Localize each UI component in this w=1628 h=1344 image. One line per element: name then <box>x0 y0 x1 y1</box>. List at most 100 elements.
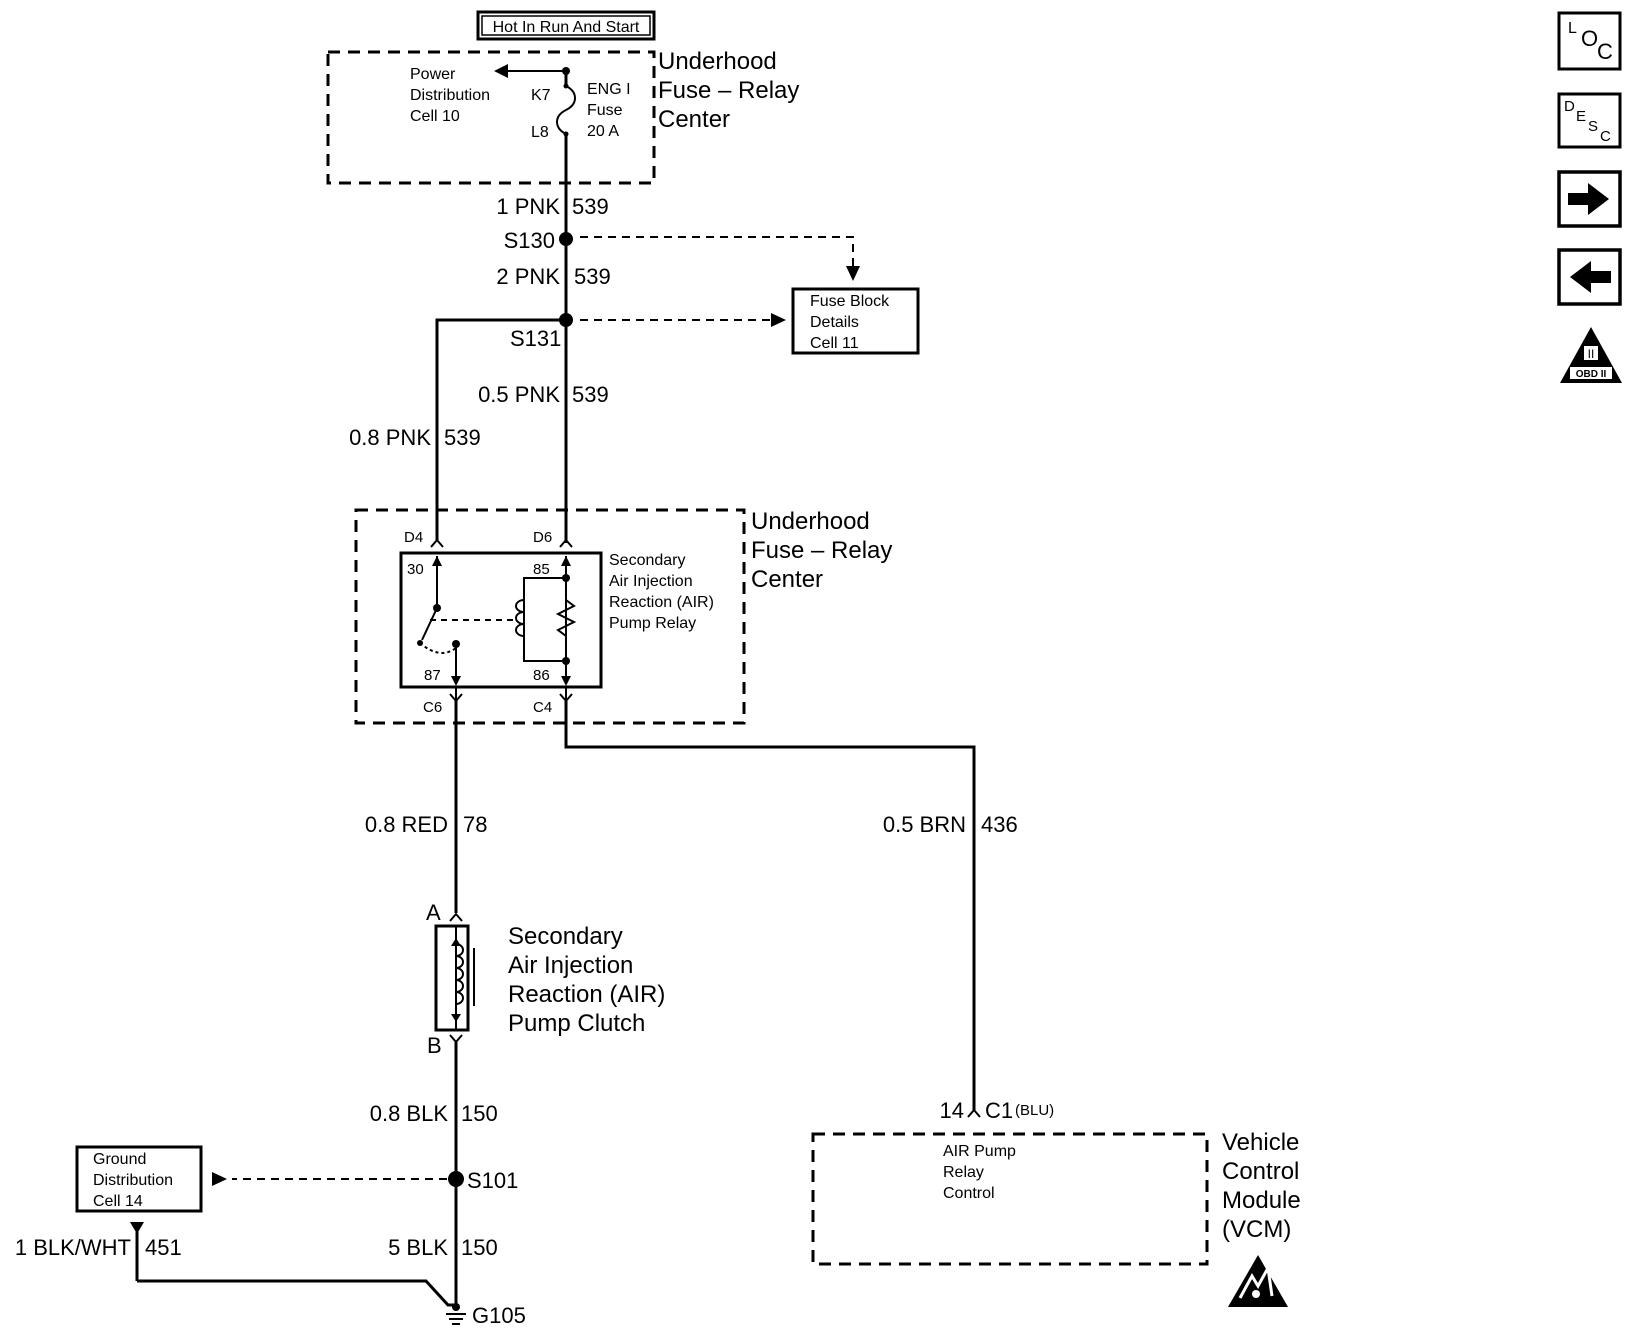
relay-terminal-d6: D6 <box>533 529 552 546</box>
fuse-relay-center-mid-line2: Fuse – Relay <box>751 537 892 564</box>
relay-coil-icon <box>515 599 525 637</box>
branch-wire-d4 <box>435 318 566 540</box>
relay-name-line3: Reaction (AIR) <box>609 594 714 611</box>
fuse-block-details-ref[interactable]: Fuse Block Details Cell 11 <box>791 287 920 355</box>
vcm-name-line1: Vehicle <box>1222 1129 1299 1156</box>
relay-switch-contact <box>421 607 438 641</box>
wire-8-circuit: 150 <box>461 1235 498 1260</box>
vcm-function-line1: AIR Pump <box>943 1143 1016 1160</box>
vcm-connector: C1 <box>985 1098 1013 1123</box>
fuse-block-details-line2: Details <box>810 314 859 331</box>
wire-8-color: 5 BLK <box>388 1235 448 1260</box>
clutch-pin-b: B <box>427 1033 442 1058</box>
vcm-connector-color: (BLU) <box>1015 1102 1054 1119</box>
arrow-right-icon <box>212 1172 227 1186</box>
splice-s130-label: S130 <box>504 228 555 253</box>
relay-terminal-c6: C6 <box>423 699 442 716</box>
wire-3-circuit: 539 <box>572 382 609 407</box>
nav-prev-button[interactable] <box>1557 248 1622 306</box>
relay-terminal-87: 87 <box>424 667 441 684</box>
fuse-relay-center-top-line3: Center <box>658 106 730 133</box>
splice-s101 <box>448 1171 464 1187</box>
clutch-name-line3: Reaction (AIR) <box>508 981 665 1008</box>
fuse-relay-center-top-line2: Fuse – Relay <box>658 77 799 104</box>
splice-s130 <box>559 232 573 246</box>
wire-1-circuit: 539 <box>572 194 609 219</box>
obd-numeral: II <box>1588 347 1595 361</box>
arrow-down-icon <box>846 266 860 281</box>
relay-name-line4: Pump Relay <box>609 615 696 632</box>
nav-loc-button[interactable]: L O C <box>1557 11 1622 71</box>
fuse-relay-center-mid-line1: Underhood <box>751 508 870 535</box>
wire-9-color: 1 BLK/WHT <box>15 1235 131 1260</box>
wire-4-circuit: 539 <box>444 425 481 450</box>
wire-7-color: 0.8 BLK <box>370 1101 449 1126</box>
clutch-name-line1: Secondary <box>508 923 623 950</box>
nav-loc-c: C <box>1597 39 1613 64</box>
power-distribution-line3: Cell 10 <box>410 108 460 125</box>
nav-desc-c: C <box>1600 128 1611 145</box>
power-source-banner: Hot In Run And Start <box>476 10 656 41</box>
fuse-pin-l8: L8 <box>531 124 549 141</box>
wire-2-circuit: 539 <box>574 264 611 289</box>
ground-g105-label: G105 <box>472 1303 526 1328</box>
wire-7-circuit: 150 <box>461 1101 498 1126</box>
fuse-block-details-line3: Cell 11 <box>810 335 859 352</box>
clutch-name-line4: Pump Clutch <box>508 1010 645 1037</box>
arrow-right-icon <box>771 313 786 327</box>
vcm-function-line3: Control <box>943 1185 995 1202</box>
nav-desc-button[interactable]: D E S C <box>1557 92 1622 149</box>
wire-9-circuit: 451 <box>145 1235 182 1260</box>
fuse-name-line1: ENG I <box>587 81 631 98</box>
wire-2-color: 2 PNK <box>496 264 560 289</box>
wire-brn-436 <box>564 701 976 1110</box>
ground-icon <box>446 1313 466 1325</box>
nav-desc-d: D <box>1564 98 1575 115</box>
esd-warning-icon <box>1228 1255 1288 1307</box>
vcm-connector-pin: 14 <box>940 1098 964 1123</box>
arrow-left-icon <box>1570 261 1611 293</box>
nav-desc-e: E <box>1576 108 1586 125</box>
wire-5-color: 0.8 RED <box>365 812 448 837</box>
eng-fuse: K7 L8 ENG I Fuse 20 A <box>531 71 631 141</box>
relay-name-line2: Air Injection <box>609 573 693 590</box>
vcm-name-line2: Control <box>1222 1158 1299 1185</box>
vcm: 14 C1 (BLU) AIR Pump Relay Control Vehic… <box>811 1098 1301 1307</box>
nav-loc-o: O <box>1581 26 1598 51</box>
wire-6-circuit: 436 <box>981 812 1018 837</box>
relay-terminal-c4: C4 <box>533 699 552 716</box>
clutch-coil-icon <box>455 943 464 1005</box>
ground-g105: G105 <box>446 1303 526 1328</box>
fuse-name-line2: Fuse <box>587 102 623 119</box>
air-pump-relay: D4 D6 30 85 87 86 C6 C4 Secondar <box>399 529 714 716</box>
relay-terminal-85: 85 <box>533 561 550 578</box>
ground-distribution-ref[interactable]: Ground Distribution Cell 14 <box>75 1145 203 1213</box>
nav-next-button[interactable] <box>1557 170 1622 228</box>
vcm-name-line4: (VCM) <box>1222 1216 1291 1243</box>
relay-terminal-30: 30 <box>407 561 424 578</box>
fuse-relay-center-top: Underhood Fuse – Relay Center <box>326 48 799 185</box>
relay-terminal-86: 86 <box>533 667 550 684</box>
fuse-relay-center-top-line1: Underhood <box>658 48 777 75</box>
power-distribution-ref[interactable]: Power Distribution Cell 10 <box>410 64 570 125</box>
arrow-right-icon <box>1568 183 1609 215</box>
power-distribution-line2: Distribution <box>410 87 490 104</box>
wire-3-color: 0.5 PNK <box>478 382 560 407</box>
air-pump-clutch: A B Secondary Air Injection Reaction (AI… <box>426 900 665 1058</box>
wire-1-color: 1 PNK <box>496 194 560 219</box>
fuse-pin-k7: K7 <box>531 87 551 104</box>
power-source-label: Hot In Run And Start <box>493 19 640 36</box>
nav-desc-s: S <box>1588 118 1598 135</box>
fuse-name-line3: 20 A <box>587 123 619 140</box>
relay-terminal-d4: D4 <box>404 529 423 546</box>
nav-loc-l: L <box>1568 20 1577 37</box>
fuse-block-details-line1: Fuse Block <box>810 293 890 310</box>
splice-s101-label: S101 <box>467 1168 518 1193</box>
wire-4-color: 0.8 PNK <box>349 425 431 450</box>
splice-s131-label: S131 <box>510 326 561 351</box>
vcm-function-line2: Relay <box>943 1164 984 1181</box>
clutch-pin-a: A <box>426 900 441 925</box>
nav-obd-button[interactable]: II OBD II <box>1560 327 1622 383</box>
fuse-relay-center-mid-line3: Center <box>751 566 823 593</box>
